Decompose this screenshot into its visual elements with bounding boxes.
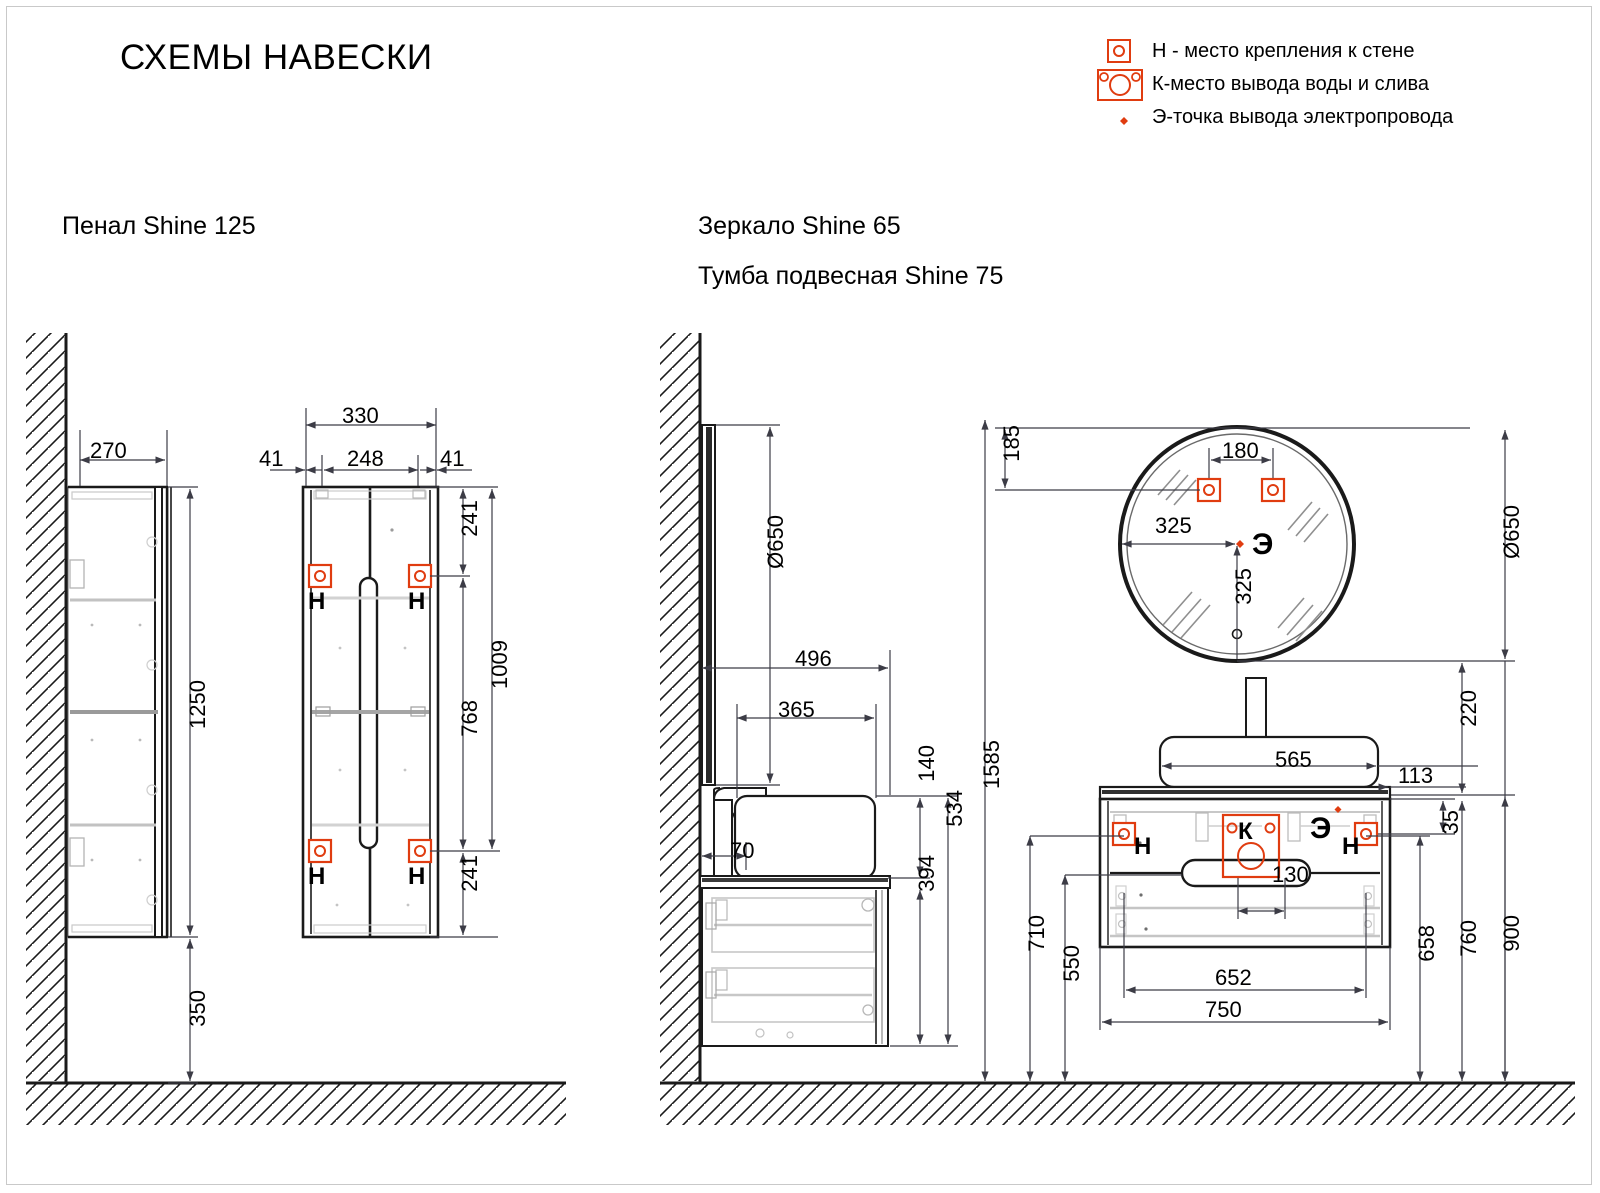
marker-label-wall-6: Н xyxy=(1342,833,1360,860)
page-title: СХЕМЫ НАВЕСКИ xyxy=(120,38,433,77)
dim-658: 658 xyxy=(1414,925,1439,962)
vanity-front-view xyxy=(1098,677,1392,949)
electric-point-icon xyxy=(1334,806,1342,813)
dim-330: 330 xyxy=(342,403,379,428)
pencil-dimension-lines xyxy=(79,408,500,1084)
dim-41-left: 41 xyxy=(259,446,284,471)
wall-mount-point-icon xyxy=(1260,477,1286,503)
dim-180: 180 xyxy=(1222,438,1259,463)
marker-label-wall-4: Н xyxy=(408,863,426,890)
legend-item-wall-mount: Н - место крепления к стене xyxy=(1152,40,1415,62)
dim-900: 900 xyxy=(1499,915,1524,952)
dim-325-v: 325 xyxy=(1231,568,1256,605)
marker-label-wall-3: Н xyxy=(308,863,326,890)
marker-label-water: К xyxy=(1238,818,1253,845)
marker-label-electric-vanity: Э xyxy=(1310,812,1332,845)
wall-mount-point-icon xyxy=(1196,477,1222,503)
dim-130: 130 xyxy=(1272,862,1309,887)
dim-534: 534 xyxy=(942,790,967,827)
heading-mirror: Зеркало Shine 65 xyxy=(698,212,901,240)
pencil-mount-markers xyxy=(307,563,433,864)
marker-label-wall-2: Н xyxy=(408,588,426,615)
dim-70: 70 xyxy=(730,838,755,863)
sink-faucet-side-view xyxy=(699,787,891,889)
dim-35: 35 xyxy=(1438,810,1463,835)
dim-325-h: 325 xyxy=(1155,513,1192,538)
mirror-front-view xyxy=(1118,425,1356,663)
wall-mount-point-icon xyxy=(407,563,433,589)
mirror-side-view xyxy=(701,424,716,786)
vanity-cabinet-side-view xyxy=(701,887,889,1047)
right-wall-floor xyxy=(660,333,1575,1125)
pencil-cabinet-side-view xyxy=(67,485,172,939)
dim-241-top: 241 xyxy=(457,500,482,537)
dim-1250: 1250 xyxy=(185,680,210,729)
dim-768: 768 xyxy=(457,700,482,737)
dim-710: 710 xyxy=(1024,915,1049,952)
page-border xyxy=(6,6,1592,1185)
dim-diameter-650-front: Ø650 xyxy=(1499,505,1524,559)
dim-41-right: 41 xyxy=(440,446,465,471)
dim-113: 113 xyxy=(1398,763,1434,788)
dim-350: 350 xyxy=(185,990,210,1027)
dim-496: 496 xyxy=(795,646,832,671)
dim-140: 140 xyxy=(914,745,939,782)
dim-550: 550 xyxy=(1059,945,1084,982)
wall-mount-point-icon xyxy=(1353,821,1379,847)
dim-394: 394 xyxy=(914,855,939,892)
wall-mount-point-icon xyxy=(307,838,333,864)
legend-item-water-outlet: К-место вывода воды и слива xyxy=(1152,73,1430,95)
wall-mount-point-icon xyxy=(407,838,433,864)
dim-248: 248 xyxy=(347,446,384,471)
dim-565: 565 xyxy=(1275,747,1312,772)
dim-1009: 1009 xyxy=(487,640,512,689)
legend-item-electric-point: Э-точка вывода электропровода xyxy=(1152,106,1454,128)
wall-mount-point-icon xyxy=(307,563,333,589)
dim-652: 652 xyxy=(1215,965,1252,990)
marker-label-electric-mirror: Э xyxy=(1252,528,1274,561)
heading-pencil-cabinet: Пенал Shine 125 xyxy=(62,212,256,240)
dim-270: 270 xyxy=(90,438,127,463)
wall-mount-point-icon xyxy=(1111,821,1137,847)
dim-365: 365 xyxy=(778,697,815,722)
dim-220: 220 xyxy=(1456,690,1481,727)
mirror-vanity-side-dimensions xyxy=(702,420,989,1081)
dim-750: 750 xyxy=(1205,997,1242,1022)
vanity-mount-markers xyxy=(1111,813,1379,879)
water-outlet-icon xyxy=(1221,813,1281,879)
marker-label-wall-5: Н xyxy=(1134,833,1152,860)
dim-185: 185 xyxy=(999,425,1024,462)
left-wall-floor xyxy=(26,333,566,1125)
vanity-front-dimensions xyxy=(1026,762,1509,1081)
dim-241-bottom: 241 xyxy=(457,855,482,892)
dim-diameter-650-side: Ø650 xyxy=(763,515,788,569)
dim-1585: 1585 xyxy=(979,740,1004,789)
heading-vanity: Тумба подвесная Shine 75 xyxy=(698,262,1004,290)
marker-label-wall-1: Н xyxy=(308,588,326,615)
glass-reflection-lines xyxy=(1157,469,1329,642)
dim-760: 760 xyxy=(1456,920,1481,957)
